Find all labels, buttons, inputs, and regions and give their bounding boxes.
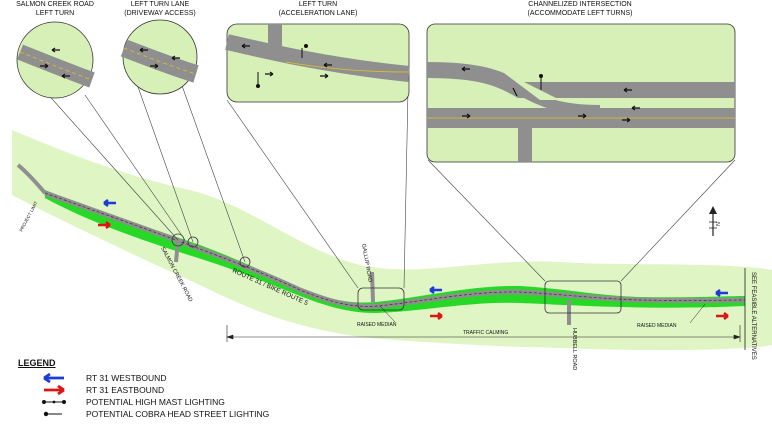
north-arrow-label: N (714, 222, 720, 226)
gallup-road-segment (370, 271, 375, 303)
north-arrow-icon (709, 206, 717, 236)
blue-arrow-icon (43, 372, 64, 384)
cobra-head-icon (43, 411, 62, 417)
zoom-marker-driveway (187, 236, 199, 248)
red-arrow-icon (44, 384, 65, 396)
zoom-marker-mid (239, 256, 251, 268)
salmon-title-2: LEFT TURN (36, 10, 74, 17)
zoom-marker-hubbell (544, 280, 622, 314)
project-limit-label: PROJECT LIMIT (18, 200, 38, 232)
see-feasible-label: SEE FEASIBLE ALTERNATIVES (750, 272, 756, 360)
salmon-creek-road-segment (174, 239, 180, 263)
legend-label-cobra-head: POTENTIAL COBRA HEAD STREET LIGHTING (86, 409, 270, 419)
callout-driveway (120, 19, 199, 95)
legend: LEGEND RT 31 WESTBOUND RT 31 EASTBOUND P… (18, 358, 348, 420)
callout-salmon-creek (16, 21, 95, 99)
callout-hubbell (426, 23, 736, 163)
high-mast-icon (42, 400, 66, 404)
map-direction-arrows (98, 199, 729, 320)
legend-label-eastbound: RT 31 EASTBOUND (86, 385, 165, 395)
hubbell-title-1: CHANNELIZED INTERSECTION (528, 1, 631, 8)
legend-label-high-mast: POTENTIAL HIGH MAST LIGHTING (86, 397, 225, 407)
salmon-title-1: SALMON CREEK ROAD (16, 1, 94, 8)
traffic-calming-label: TRAFFIC CALMING (463, 330, 508, 336)
hubbell-title-2: (ACCOMMODATE LEFT TURNS) (527, 10, 632, 17)
callout-gallup (225, 23, 410, 103)
driveway-title-3: (DRIVEWAY ACCESS) (124, 10, 195, 17)
raised-median-left-label: RAISED MEDIAN (357, 322, 397, 328)
legend-item-westbound: RT 31 WESTBOUND (18, 372, 348, 384)
legend-item-eastbound: RT 31 EASTBOUND (18, 384, 348, 396)
legend-label-westbound: RT 31 WESTBOUND (86, 373, 167, 383)
hubbell-road-label: HUBBELL ROAD (571, 328, 577, 370)
traffic-calming-dimension (226, 325, 741, 342)
callout-connectors (27, 69, 736, 289)
zoom-marker-salmon (171, 233, 185, 247)
gallup-title-2: (ACCELERATION LANE) (279, 10, 358, 17)
gallup-title-1: LEFT TURN (299, 1, 337, 8)
raised-median-right-label: RAISED MEDIAN (637, 323, 677, 329)
legend-item-cobra-head: POTENTIAL COBRA HEAD STREET LIGHTING (18, 408, 348, 420)
zoom-marker-gallup (357, 287, 405, 311)
legend-title: LEGEND (18, 358, 56, 368)
driveway-title-2: LEFT TURN LANE (131, 1, 190, 8)
legend-item-high-mast: POTENTIAL HIGH MAST LIGHTING (18, 396, 348, 408)
corridor-band (12, 130, 772, 351)
